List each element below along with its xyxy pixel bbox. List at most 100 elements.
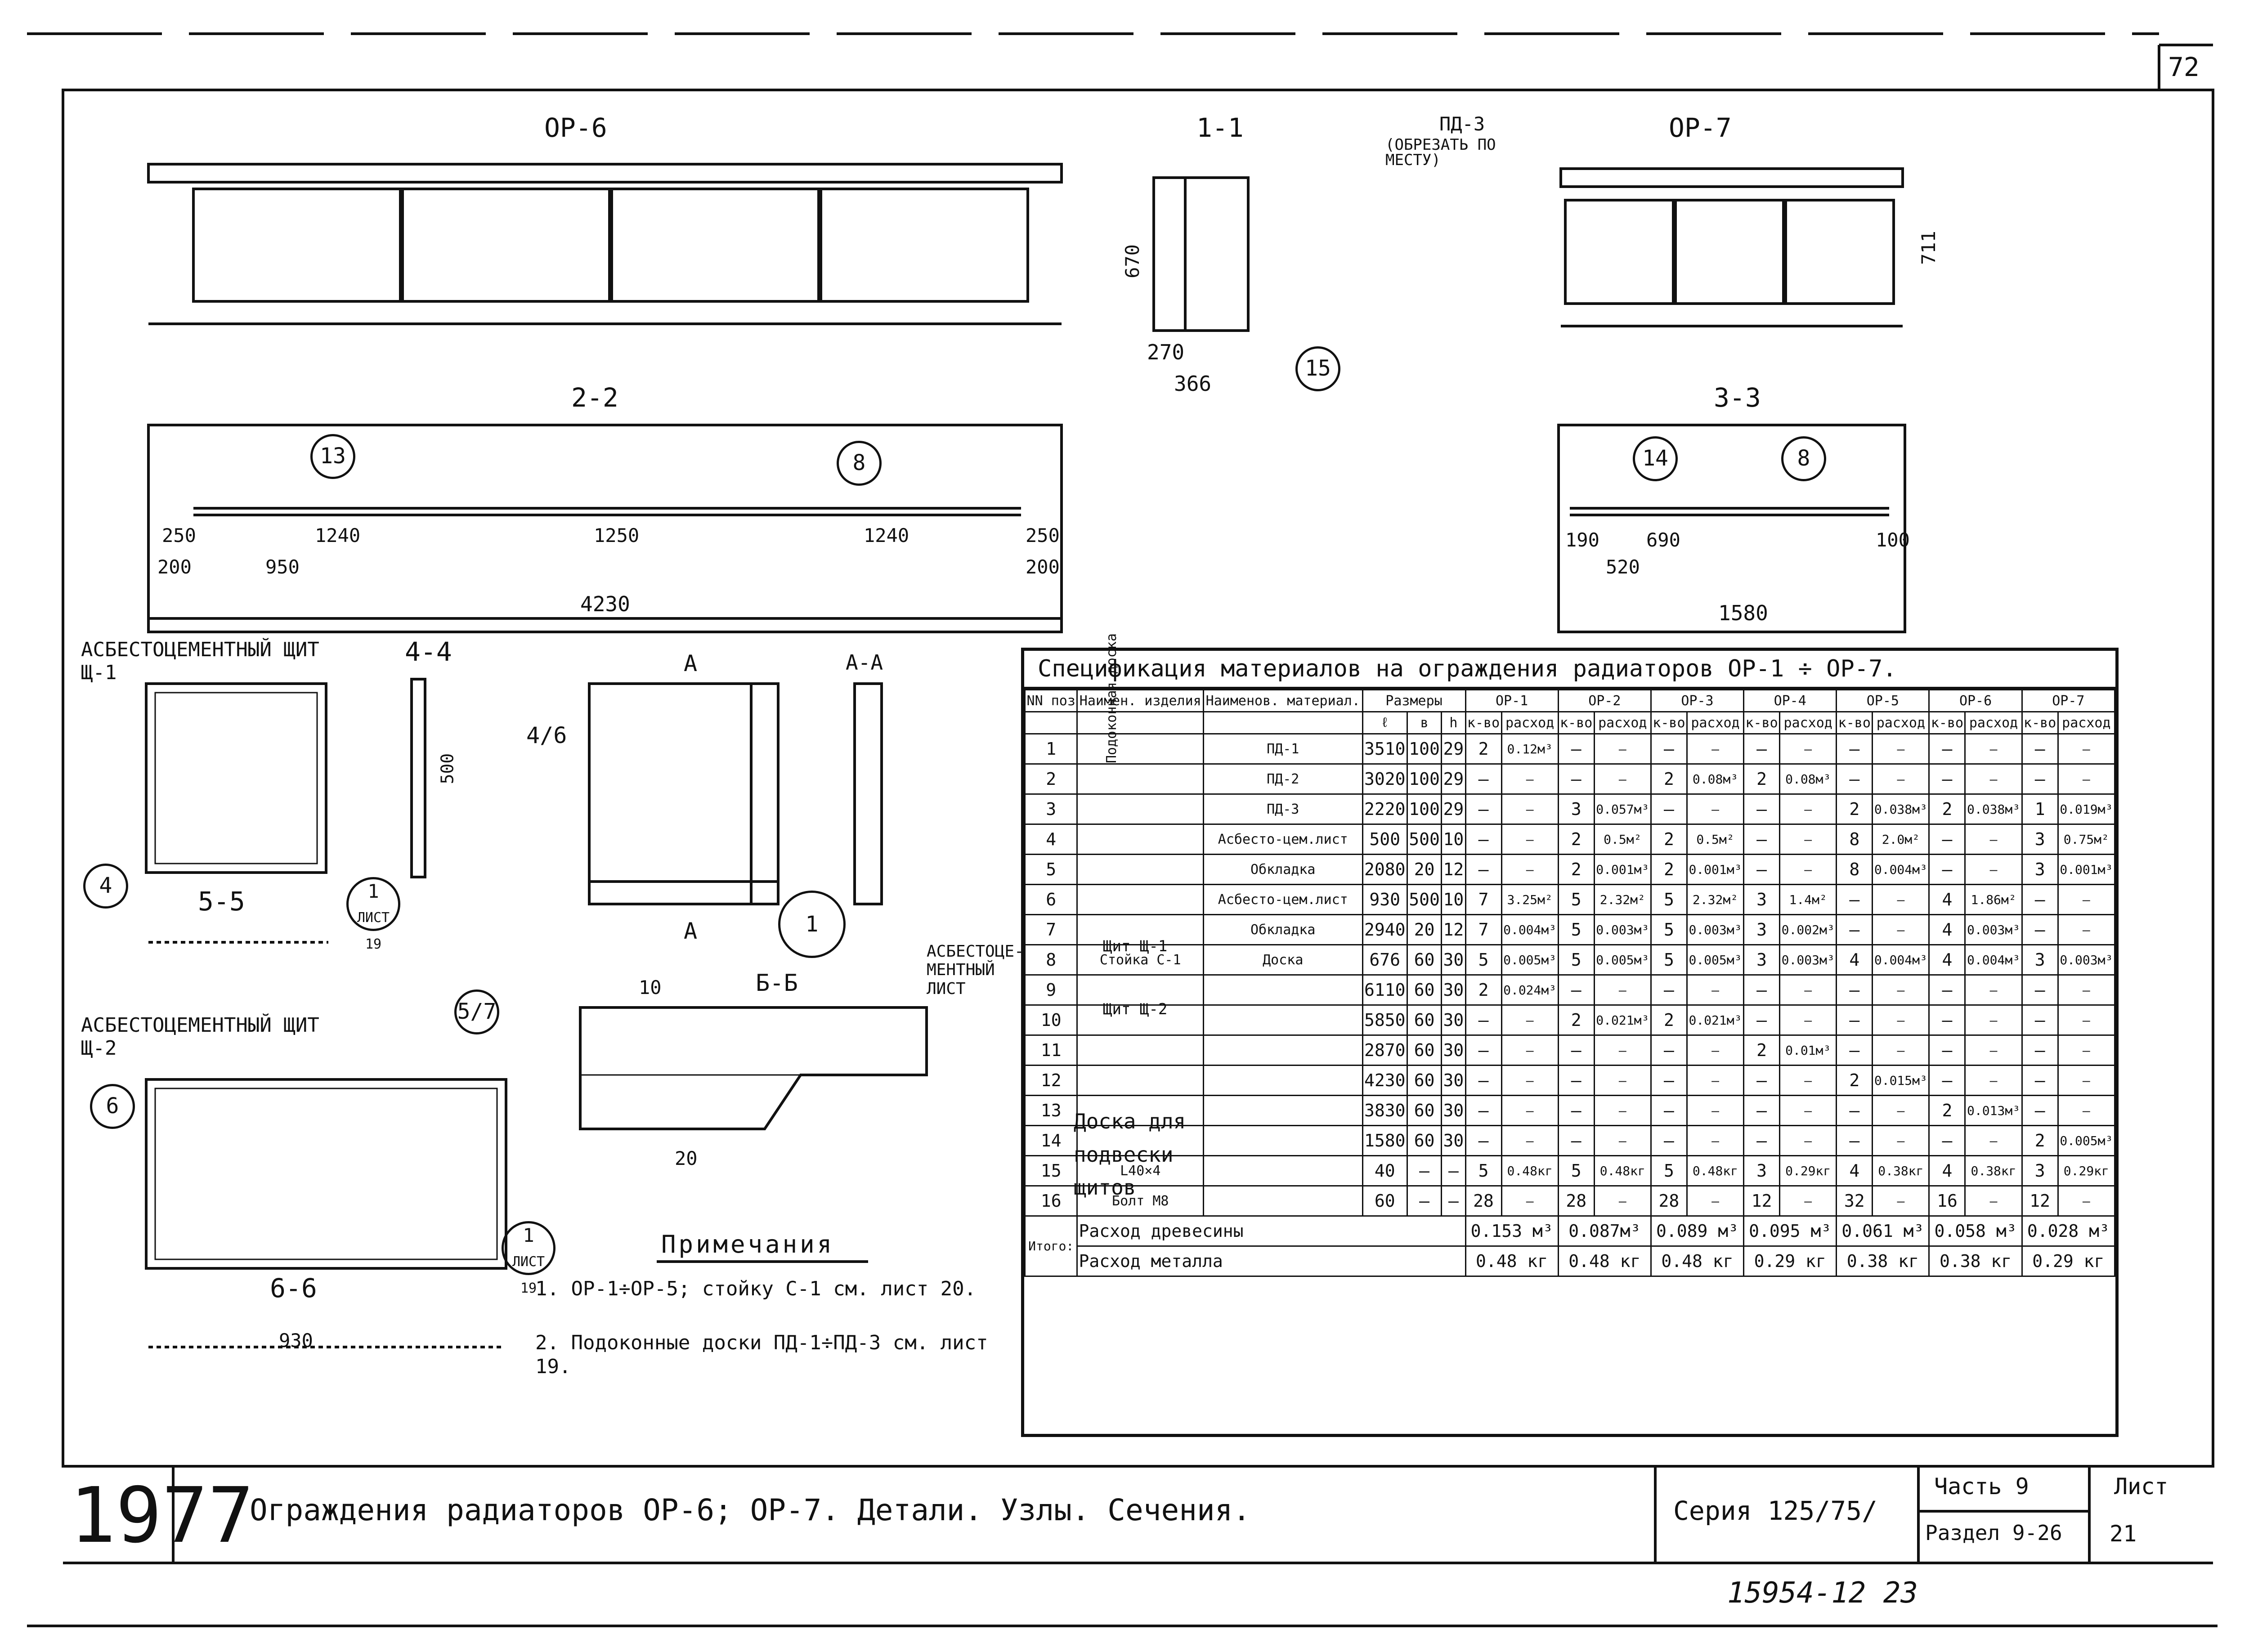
heading-2-2: 2-2: [571, 382, 618, 413]
notes-title: Примечания: [661, 1230, 835, 1258]
dim-1240-a: 1240: [315, 524, 361, 546]
label-a-bottom: А: [684, 918, 698, 944]
heading-b-b: Б-Б: [756, 970, 798, 997]
footer-number: 15954-12 23: [1727, 1576, 1918, 1610]
label-pd3-note: (ОБРЕЗАТЬ ПО МЕСТУ): [1385, 136, 1496, 169]
note-2: 2. Подоконные доски ПД-1÷ПД-3 см. лист 1…: [535, 1331, 988, 1378]
note-1: 1. ОР-1÷ОР-5; стойку С-1 см. лист 20.: [535, 1277, 977, 1300]
callout-14: 14: [1633, 436, 1678, 481]
dim-250-a: 250: [162, 524, 196, 546]
callout-1-node: 1: [778, 891, 846, 958]
spec-group-sh2: Щит Щ-2: [1103, 1000, 1168, 1018]
spec-head-op4: ОР-4: [1743, 689, 1837, 712]
heading-a-a: А-А: [846, 650, 883, 675]
spec-head-material: Наименов. материал.: [1203, 689, 1363, 712]
label-shield-2: АСБЕСТОЦЕМЕНТНЫЙ ЩИТ Щ-2: [81, 1014, 319, 1060]
dim-366: 366: [1174, 372, 1212, 396]
dim-270: 270: [1147, 340, 1185, 364]
dim-1250: 1250: [594, 524, 640, 546]
dim-670: 670: [1121, 244, 1143, 278]
dim-520: 520: [1606, 556, 1640, 578]
callout-4-a: 4: [83, 864, 128, 909]
spec-table: Спецификация материалов на ограждения ра…: [1021, 633, 2119, 1437]
dim-1580: 1580: [1718, 601, 1768, 625]
dim-930: 930: [279, 1330, 313, 1352]
spec-head-item: Наимен. изделия: [1076, 689, 1205, 712]
dim-950: 950: [265, 556, 300, 578]
spec-title: Спецификация материалов на ограждения ра…: [1024, 651, 2115, 689]
stamp-sheet-label: Лист: [2114, 1473, 2168, 1500]
label-a-top: А: [684, 650, 698, 676]
heading-op7: ОР-7: [1669, 112, 1732, 143]
stamp-sheet-number: 21: [2110, 1521, 2137, 1547]
dim-200-a: 200: [157, 556, 192, 578]
dim-100: 100: [1876, 529, 1910, 551]
dim-10: 10: [639, 976, 662, 998]
callout-5-7: 5/7: [454, 989, 499, 1034]
dim-690: 690: [1646, 529, 1680, 551]
label-asbestos-sheet: АСБЕСТОЦЕ-МЕНТНЫЙ ЛИСТ: [927, 942, 1024, 998]
spec-head-op2: ОР-2: [1557, 689, 1652, 712]
stamp-year: 1977: [70, 1471, 254, 1560]
spec-head-op3: ОР-3: [1650, 689, 1745, 712]
label-shield-1: АСБЕСТОЦЕМЕНТНЫЙ ЩИТ Щ-1: [81, 638, 319, 684]
heading-3-3: 3-3: [1714, 382, 1761, 413]
spec-head-op1: ОР-1: [1465, 689, 1559, 712]
stamp-title: Ограждения радиаторов ОР-6; ОР-7. Детали…: [250, 1493, 1251, 1527]
heading-op6: ОР-6: [544, 112, 607, 143]
callout-15: 15: [1295, 346, 1340, 391]
callout-4-6: 4/6: [526, 722, 567, 748]
dim-250-b: 250: [1026, 524, 1060, 546]
callout-13: 13: [310, 434, 355, 479]
dim-190: 190: [1565, 529, 1599, 551]
stamp-section: Раздел 9-26: [1925, 1521, 2062, 1545]
spec-head-sizes: Размеры: [1362, 689, 1466, 712]
dim-1240-b: 1240: [864, 524, 909, 546]
heading-5-5: 5-5: [198, 886, 245, 917]
label-pd3: ПД-3: [1439, 113, 1485, 135]
spec-head-op7: ОР-7: [2021, 689, 2116, 712]
stamp-part: Часть 9: [1934, 1473, 2029, 1500]
stamp-series: Серия 125/75/: [1673, 1495, 1877, 1526]
heading-6-6: 6-6: [270, 1273, 317, 1303]
heading-1-1: 1-1: [1196, 112, 1244, 143]
spec-group-pd: Подоконная доска: [1104, 633, 1120, 763]
dim-711: 711: [1917, 231, 1940, 265]
dim-20: 20: [675, 1147, 698, 1169]
spec-head-op6: ОР-6: [1928, 689, 2023, 712]
dim-200-b: 200: [1026, 556, 1060, 578]
spec-group-sh1: Щит Щ-1: [1103, 937, 1168, 955]
callout-6: 6: [90, 1084, 135, 1129]
spec-head-nn: NN поз: [1024, 689, 1078, 712]
sheet-corner-number: 72: [2168, 52, 2200, 82]
dim-4230: 4230: [580, 592, 630, 616]
spec-group-board: Доска для подвески щитов: [1074, 1109, 1186, 1200]
callout-8-b: 8: [1781, 436, 1826, 481]
heading-4-4: 4-4: [405, 636, 452, 667]
callout-8-a: 8: [837, 441, 882, 486]
spec-head-op5: ОР-5: [1836, 689, 1930, 712]
